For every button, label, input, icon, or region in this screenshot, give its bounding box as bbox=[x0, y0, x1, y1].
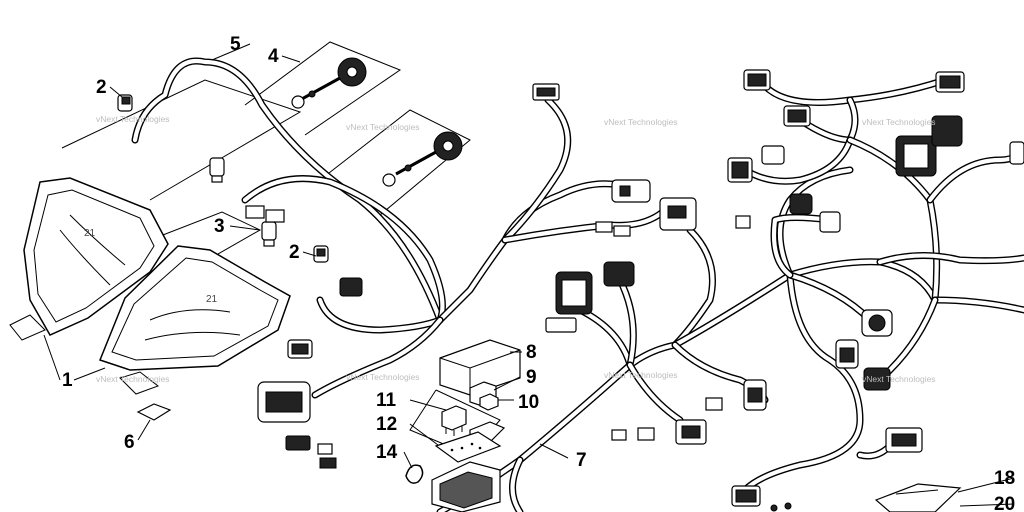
connector-mid-c[interactable] bbox=[595, 221, 631, 237]
connector-right-l[interactable] bbox=[835, 339, 859, 369]
connector-left-a[interactable] bbox=[339, 277, 363, 297]
connector-left-b[interactable] bbox=[287, 339, 313, 359]
relay-large[interactable] bbox=[439, 339, 521, 396]
connector-bottom-a[interactable] bbox=[611, 427, 655, 441]
connector-mid-b[interactable] bbox=[659, 197, 697, 231]
callout-12[interactable]: 12 bbox=[376, 414, 397, 435]
connectors bbox=[245, 69, 1024, 507]
callout-8[interactable]: 8 bbox=[526, 342, 537, 363]
connector-bottom-b[interactable] bbox=[675, 419, 707, 445]
connector-right-d[interactable] bbox=[895, 135, 937, 177]
connector-mid-a[interactable] bbox=[611, 179, 651, 203]
callout-20[interactable]: 20 bbox=[994, 494, 1015, 512]
headlight-right[interactable]: 21 bbox=[99, 245, 291, 395]
connector-right-f[interactable] bbox=[727, 157, 753, 183]
callout-2-upper[interactable]: 2 bbox=[96, 77, 107, 98]
callout-7[interactable]: 7 bbox=[576, 450, 587, 471]
callout-18[interactable]: 18 bbox=[994, 468, 1015, 489]
watermark-text: vNext Technologies bbox=[96, 114, 170, 124]
watermark-text: vNext Technologies bbox=[862, 374, 936, 384]
connector-right-g[interactable] bbox=[761, 145, 785, 165]
callout-labels: 2 5 4 3 2 1 6 8 9 10 11 12 14 7 18 20 bbox=[62, 34, 1015, 512]
callout-1[interactable]: 1 bbox=[62, 370, 73, 391]
svg-text:21: 21 bbox=[84, 228, 96, 239]
watermark-text: vNext Technologies bbox=[604, 117, 678, 127]
connector-left-d[interactable] bbox=[285, 435, 311, 451]
bulb-upper[interactable] bbox=[209, 157, 225, 183]
connector-right-a[interactable] bbox=[743, 69, 771, 91]
relay-small-10[interactable] bbox=[479, 393, 499, 411]
bulb-socket-upper[interactable] bbox=[117, 94, 133, 112]
connector-right-k[interactable] bbox=[861, 309, 893, 337]
connector-mid-e[interactable] bbox=[555, 271, 593, 315]
connector-top-a[interactable] bbox=[532, 83, 560, 101]
connector-left-c[interactable] bbox=[257, 381, 311, 423]
watermark-text: vNext Technologies bbox=[862, 117, 936, 127]
callout-5[interactable]: 5 bbox=[230, 34, 241, 55]
cover-sheet[interactable] bbox=[874, 483, 962, 512]
adjuster-knob-lower[interactable] bbox=[382, 131, 463, 187]
callout-11[interactable]: 11 bbox=[376, 390, 397, 411]
connector-right-h[interactable] bbox=[789, 193, 813, 215]
fuse-block[interactable] bbox=[431, 461, 501, 512]
bulb-lower[interactable] bbox=[261, 221, 277, 247]
callout-2-lower[interactable]: 2 bbox=[289, 242, 300, 263]
circuit-board[interactable] bbox=[434, 431, 502, 463]
adjuster-knob-upper[interactable] bbox=[291, 57, 367, 109]
connector-right-n[interactable] bbox=[885, 427, 923, 453]
bulb-socket-lower[interactable] bbox=[313, 245, 329, 263]
headlight-left[interactable]: 21 bbox=[9, 177, 169, 341]
callout-3[interactable]: 3 bbox=[214, 216, 225, 237]
connector-bottom-d[interactable] bbox=[743, 379, 767, 411]
connector-right-j[interactable] bbox=[735, 215, 751, 229]
fastener-bottom bbox=[770, 502, 792, 512]
pad-6[interactable] bbox=[136, 403, 172, 421]
connector-right-edge[interactable] bbox=[1009, 141, 1024, 165]
callout-4[interactable]: 4 bbox=[268, 46, 279, 67]
svg-text:21: 21 bbox=[206, 294, 218, 305]
callout-14[interactable]: 14 bbox=[376, 442, 398, 463]
watermark-text: vNext Technologies bbox=[604, 370, 678, 380]
connector-bottom-c[interactable] bbox=[705, 397, 723, 411]
connector-right-e[interactable] bbox=[931, 115, 963, 147]
watermark-text: vNext Technologies bbox=[346, 372, 420, 382]
connector-right-o[interactable] bbox=[731, 485, 761, 507]
connector-right-i[interactable] bbox=[819, 211, 841, 233]
clip-14[interactable] bbox=[405, 464, 424, 484]
watermarks: vNext Technologies vNext Technologies vN… bbox=[96, 114, 936, 384]
connector-right-b[interactable] bbox=[935, 71, 965, 93]
connector-mid-d[interactable] bbox=[603, 261, 635, 287]
leader-lines bbox=[43, 43, 1015, 507]
connector-right-c[interactable] bbox=[783, 105, 811, 127]
watermark-text: vNext Technologies bbox=[96, 374, 170, 384]
callout-10[interactable]: 10 bbox=[518, 392, 539, 413]
relay-11[interactable] bbox=[441, 405, 467, 436]
connector-left-f[interactable] bbox=[245, 205, 285, 223]
connector-right-m[interactable] bbox=[863, 367, 891, 391]
watermark-text: vNext Technologies bbox=[346, 122, 420, 132]
callout-9[interactable]: 9 bbox=[526, 367, 537, 388]
callout-6[interactable]: 6 bbox=[124, 432, 135, 453]
connector-mid-f[interactable] bbox=[545, 317, 577, 333]
connector-left-e[interactable] bbox=[317, 443, 337, 469]
